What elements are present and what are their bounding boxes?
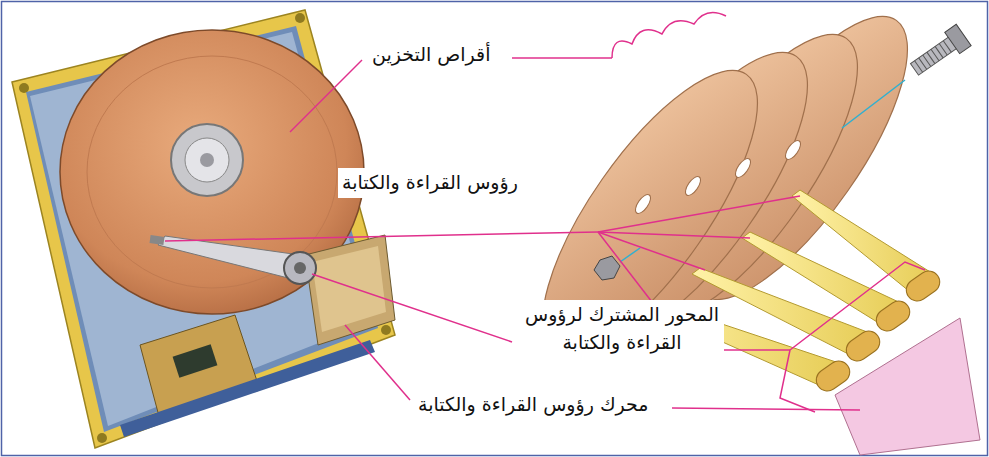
axis-label: المحور المشترك لرؤوس القراءة والكتابة	[520, 300, 724, 357]
heads-label: رؤوس القراءة والكتابة	[338, 168, 522, 198]
platters-label: أقراص التخزين	[368, 40, 494, 70]
motor-label: محرك رؤوس القراءة والكتابة	[414, 390, 653, 420]
